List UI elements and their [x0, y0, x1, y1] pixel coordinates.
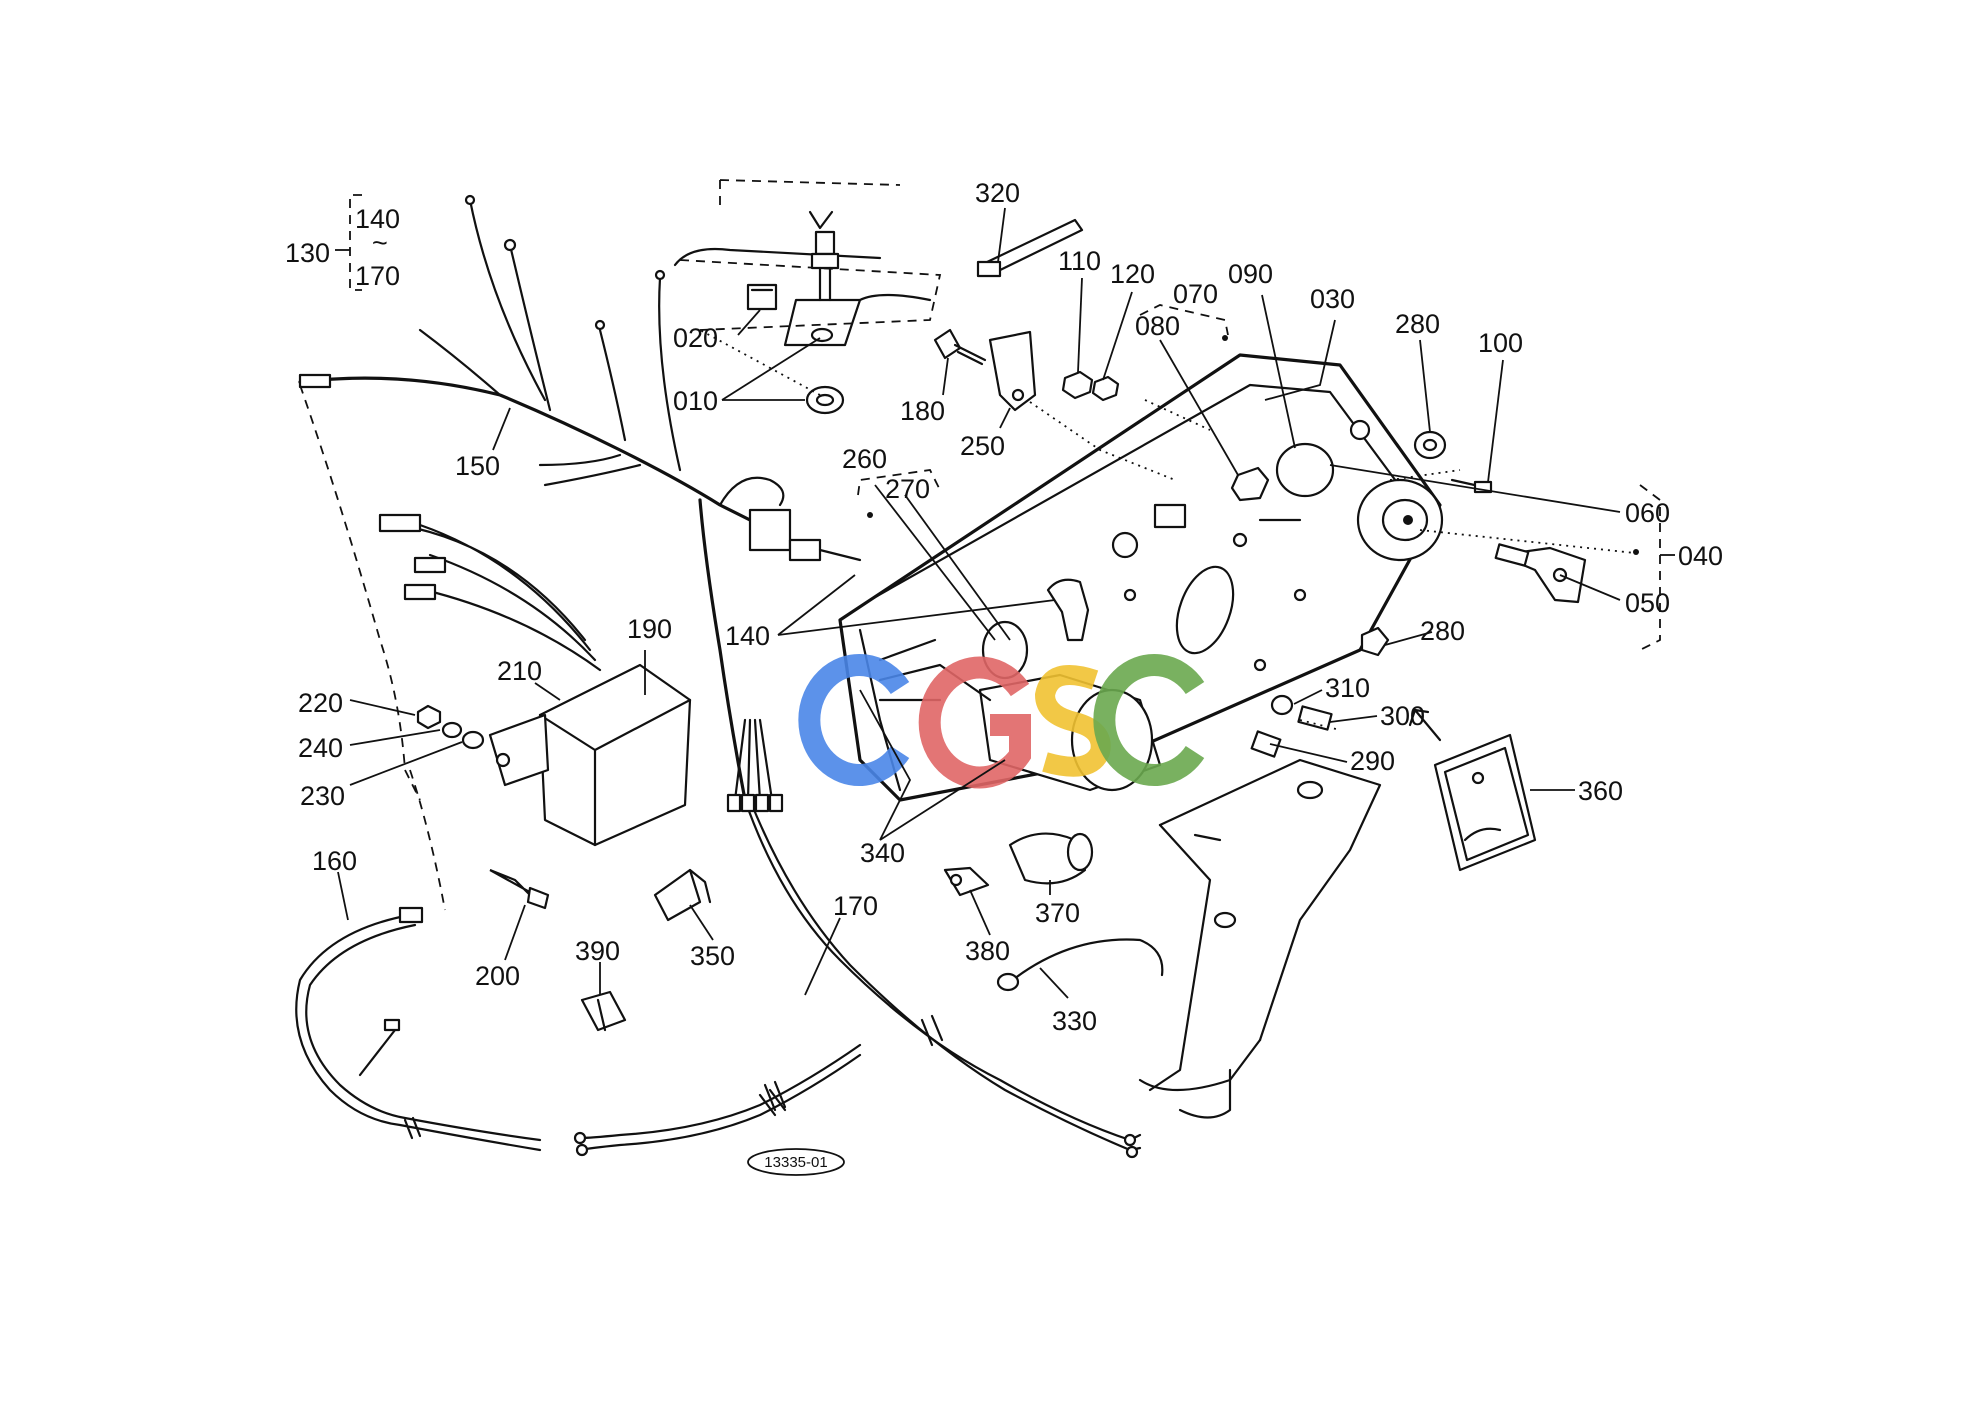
break-marks: [403, 1014, 944, 1140]
label-p140: 140: [725, 621, 770, 651]
label-p170: 170: [833, 891, 878, 921]
gauges: [1230, 442, 1444, 562]
label-p380: 380: [965, 936, 1010, 966]
watermark-c-green: [1093, 654, 1205, 786]
bolt-180: [933, 328, 987, 366]
sensor-330: [996, 938, 1164, 992]
label-p270: 270: [885, 474, 930, 504]
label-p080: 080: [1135, 311, 1180, 341]
watermark-g-red: [918, 656, 1031, 789]
label-p360: 360: [1578, 776, 1623, 806]
mounting-plate-outline: [673, 179, 942, 331]
label-p350: 350: [690, 941, 735, 971]
label-p070: 070: [1173, 279, 1218, 309]
label-p120: 120: [1110, 259, 1155, 289]
label-p200: 200: [475, 961, 520, 991]
label-p160: 160: [312, 846, 357, 876]
label-p030: 030: [1310, 284, 1355, 314]
label-p010: 010: [673, 386, 718, 416]
harness-branch: [698, 498, 1142, 1159]
cable-tie-320: [976, 218, 1084, 278]
label-p060: 060: [1625, 498, 1670, 528]
drawing-number: 13335-01: [764, 1154, 827, 1171]
label-p100: 100: [1478, 328, 1523, 358]
harness-170-loop: [573, 1043, 862, 1157]
watermark-logo: [798, 654, 1205, 789]
regulator-190: [378, 513, 692, 847]
wing-bolt-010: [783, 210, 862, 415]
label-p330: 330: [1052, 1006, 1097, 1036]
label-p020: 020: [673, 323, 718, 353]
watermark-s-yellow: [1034, 665, 1111, 777]
label-p050: 050: [1625, 588, 1670, 618]
bushing-280: [1360, 430, 1493, 657]
label-p190: 190: [627, 614, 672, 644]
label-p150: 150: [455, 451, 500, 481]
ignition-key-050: [1494, 543, 1587, 604]
wire-harness-150: [298, 194, 862, 562]
label-p040: 040: [1678, 541, 1723, 571]
label-p180: 180: [900, 396, 945, 426]
label-p230: 230: [300, 781, 345, 811]
group-brackets: [335, 194, 1675, 651]
label-p110: 110: [1058, 246, 1101, 276]
relay-370: [943, 832, 1094, 897]
label-p240: 240: [298, 733, 343, 763]
label-p290: 290: [1350, 746, 1395, 776]
part-labels: 130 140 ~ 170 010 020 030 040 050 060 07…: [285, 178, 1723, 1036]
label-p370: 370: [1035, 898, 1080, 928]
label-p320: 320: [975, 178, 1020, 208]
lower-frame: [1138, 758, 1382, 1119]
clip-020: [746, 283, 778, 311]
drawing-number-tag: 13335-01: [747, 1148, 845, 1176]
label-p280b: 280: [1420, 616, 1465, 646]
clip-390: [580, 990, 627, 1032]
instruction-plate-360: [1408, 708, 1537, 872]
bracket-250: [988, 330, 1037, 412]
leader-lines: [337, 207, 1621, 999]
label-p390: 390: [575, 936, 620, 966]
phantom-lines: [299, 329, 1636, 911]
label-p300: 300: [1380, 701, 1425, 731]
label-130: 130: [285, 238, 330, 268]
label-p090: 090: [1228, 259, 1273, 289]
cable-160: [295, 906, 542, 1152]
label-p340: 340: [860, 838, 905, 868]
nuts-washers-left: [416, 704, 485, 750]
label-range-mark: ~: [372, 228, 388, 258]
bolt-200: [489, 868, 550, 910]
label-p220: 220: [298, 688, 343, 718]
label-p310: 310: [1325, 673, 1370, 703]
label-p210: 210: [497, 656, 542, 686]
label-p280a: 280: [1395, 309, 1440, 339]
watermark-c-blue: [798, 654, 910, 786]
fasteners-right: [1250, 694, 1333, 758]
label-170-range: 170: [355, 261, 400, 291]
nuts-110-120: [1061, 370, 1120, 402]
label-p250: 250: [960, 431, 1005, 461]
label-140-range: 140: [355, 204, 400, 234]
label-p260: 260: [842, 444, 887, 474]
bracket-350: [653, 868, 712, 922]
